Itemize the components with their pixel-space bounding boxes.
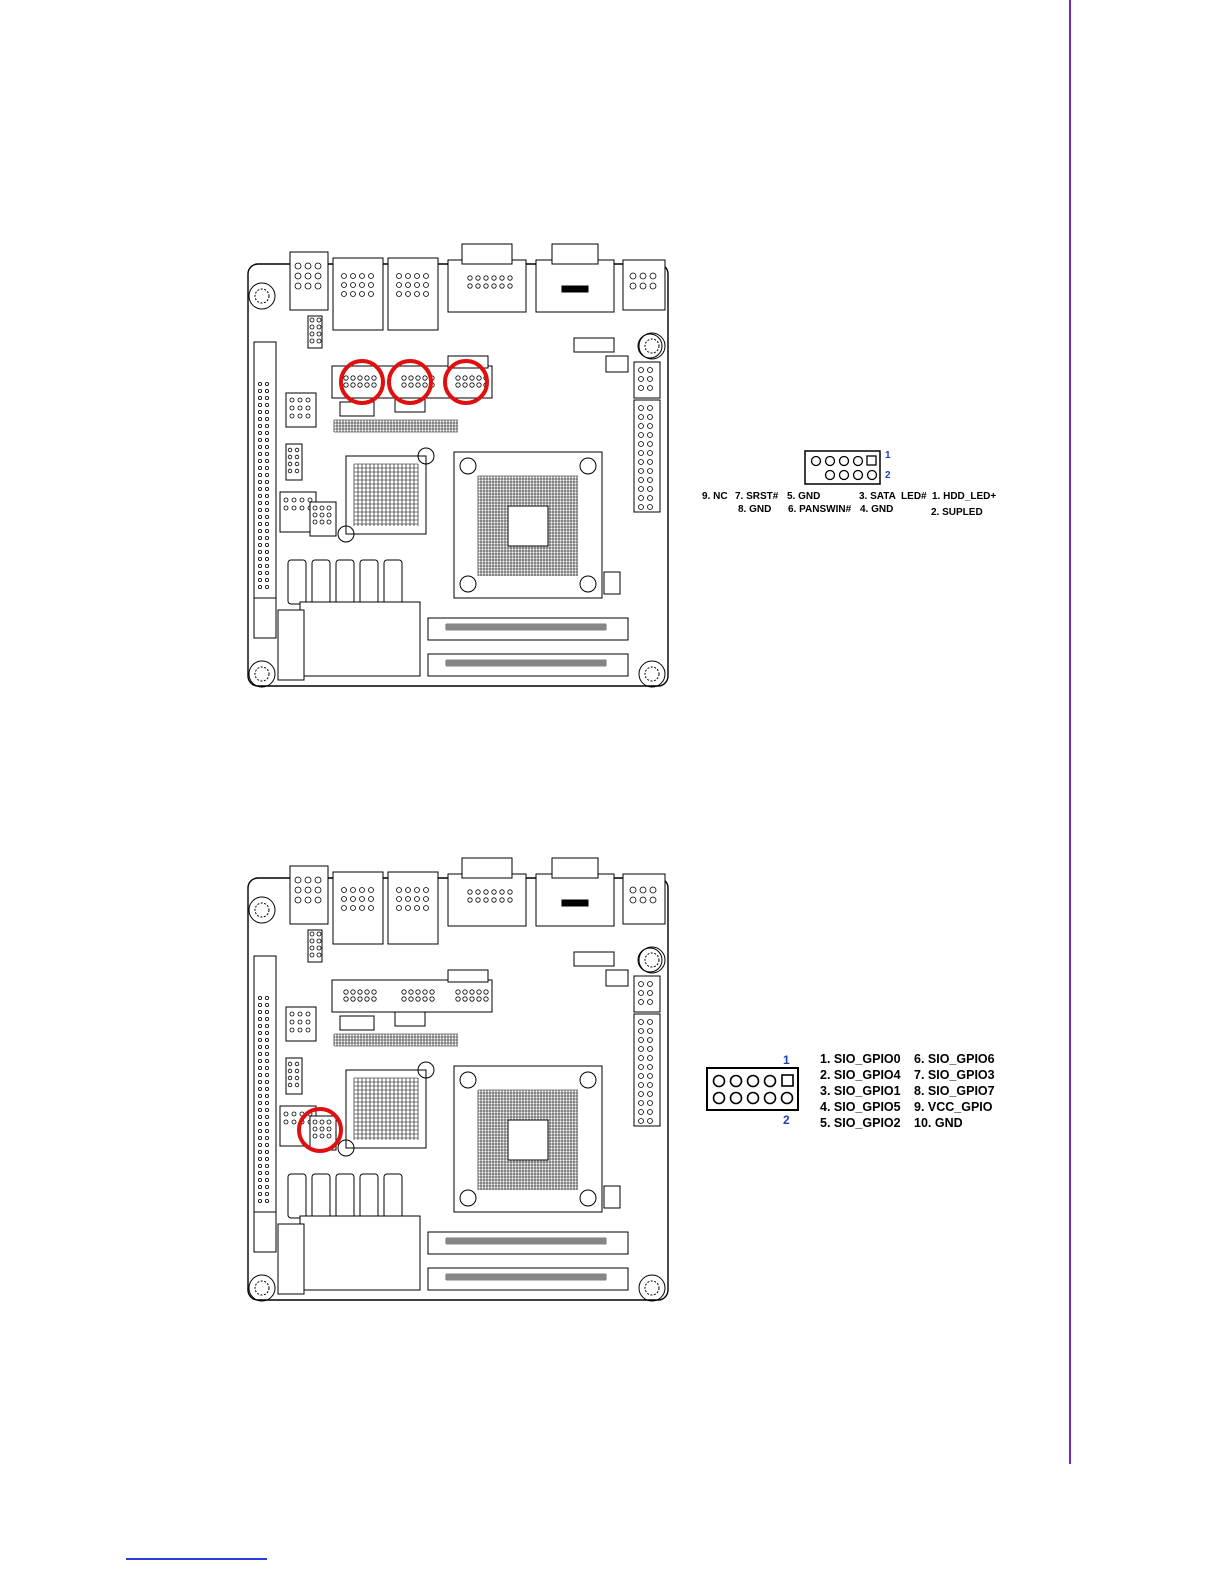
pin-label: 2. SIO_GPIO4 — [820, 1069, 901, 1082]
pin-label: 7. SIO_GPIO3 — [914, 1069, 995, 1082]
header-right-small — [604, 1186, 620, 1208]
pin-1-marker: 1 — [885, 451, 891, 461]
header-right-small — [604, 572, 620, 594]
header-small — [606, 970, 628, 986]
pin-1-marker: 1 — [783, 1054, 790, 1066]
com-header-row — [332, 366, 492, 398]
sata-port — [384, 1174, 402, 1218]
pin-label: 2. SUPLED — [931, 508, 983, 518]
dimm-slot-1-pins — [446, 624, 606, 630]
pin-label: 9. VCC_GPIO — [914, 1101, 993, 1114]
pin-label: 3. SATA LED# — [859, 492, 927, 502]
usb-lan-port-1 — [333, 258, 383, 330]
mini-pcie-slot — [300, 1216, 420, 1290]
pin-label: 8. GND — [738, 505, 771, 515]
sata-port — [384, 560, 402, 604]
pin-label: 6. SIO_GPIO6 — [914, 1053, 995, 1066]
sata-port — [288, 1174, 306, 1218]
dvi-pins — [562, 286, 588, 292]
pcie-slot — [254, 342, 276, 612]
front-panel-connector-icon — [804, 450, 882, 486]
motherboard-diagram-gpio — [240, 852, 672, 1306]
pin-label: 1. HDD_LED+ — [932, 492, 996, 502]
sata-port — [336, 560, 354, 604]
dvi-pins — [562, 900, 588, 906]
sata-port — [312, 1174, 330, 1218]
pin-label: 9. NC — [702, 492, 728, 502]
cpu-socket-center — [508, 506, 548, 546]
audio-jack — [290, 252, 328, 310]
mini-pcie-slot — [300, 602, 420, 676]
page-margin-line — [1069, 0, 1071, 1464]
atx-power — [634, 1014, 660, 1126]
vga-port — [448, 260, 526, 312]
sata-port — [288, 560, 306, 604]
pin-2-marker: 2 — [885, 471, 891, 481]
pin-label: 4. SIO_GPIO5 — [820, 1101, 901, 1114]
sata-port — [360, 1174, 378, 1218]
pin-label: 7. SRST# — [735, 492, 778, 502]
sata-port — [360, 560, 378, 604]
header-small — [606, 356, 628, 372]
pin-label: 5. SIO_GPIO2 — [820, 1117, 901, 1130]
footer-rule — [126, 1558, 267, 1560]
header-cpu-fan — [574, 952, 614, 966]
dimm-slot-2-pins — [446, 1274, 606, 1280]
pin-label: 5. GND — [787, 492, 820, 502]
mini-pcie-connector — [278, 1224, 304, 1294]
usb-lan-port-1 — [333, 872, 383, 944]
pin-label: 6. PANSWIN# — [788, 505, 851, 515]
pin-2-marker: 2 — [783, 1114, 790, 1126]
mini-pcie-connector — [278, 610, 304, 680]
fan-header — [395, 1012, 425, 1026]
power-connector-small — [634, 362, 660, 398]
pin-label: 4. GND — [860, 505, 893, 515]
header-cpu-fan — [574, 338, 614, 352]
vga-port-top — [462, 244, 512, 264]
dimm-slot-1-pins — [446, 1238, 606, 1244]
atx-power — [634, 400, 660, 512]
power-connector-small — [634, 976, 660, 1012]
sata-power — [340, 1016, 374, 1030]
dvi-port-top — [552, 858, 598, 878]
gpio-header — [310, 502, 336, 536]
small-header-top — [448, 970, 488, 982]
pcie-slot-end — [254, 598, 276, 638]
pin-label: 8. SIO_GPIO7 — [914, 1085, 995, 1098]
pin-label: 1. SIO_GPIO0 — [820, 1053, 901, 1066]
vga-port — [448, 874, 526, 926]
dimm-slot-2-pins — [446, 660, 606, 666]
sata-port — [312, 560, 330, 604]
motherboard-diagram-front-panel — [240, 238, 672, 692]
dvi-port-top — [552, 244, 598, 264]
com-header-row — [332, 980, 492, 1012]
ps2-port — [623, 260, 665, 310]
ps2-port — [623, 874, 665, 924]
gpio-connector-icon — [706, 1067, 800, 1113]
pin-label: 3. SIO_GPIO1 — [820, 1085, 901, 1098]
pcie-slot — [254, 956, 276, 1226]
pcie-slot-end — [254, 1212, 276, 1252]
pin-label: 10. GND — [914, 1117, 963, 1130]
cpu-socket-center — [508, 1120, 548, 1160]
audio-jack — [290, 866, 328, 924]
usb-lan-port-2 — [388, 872, 438, 944]
vga-port-top — [462, 858, 512, 878]
usb-lan-port-2 — [388, 258, 438, 330]
sata-port — [336, 1174, 354, 1218]
